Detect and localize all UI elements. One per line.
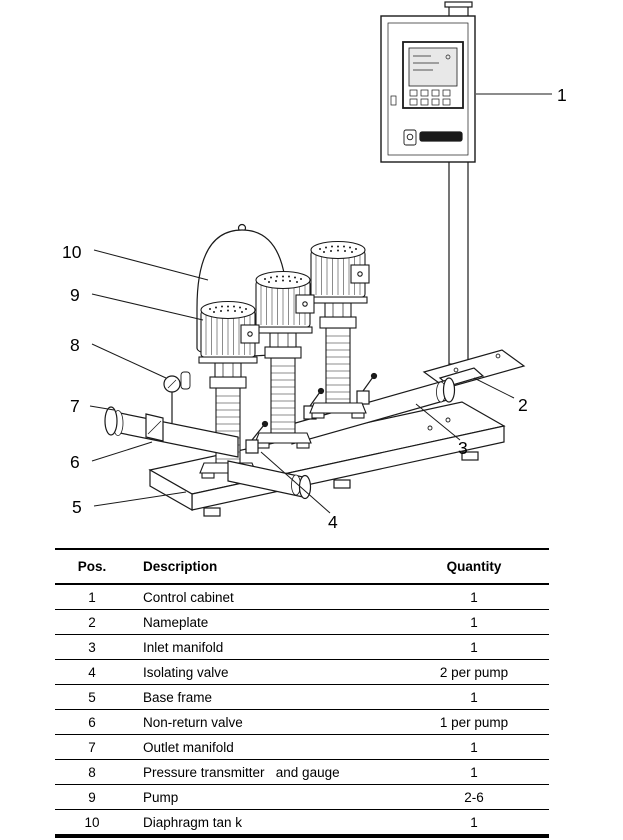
table-row: 1 Control cabinet 1 <box>55 584 549 610</box>
desc-cell: Outlet manifold <box>129 734 399 760</box>
callout-leaders <box>89 93 552 514</box>
header-quantity: Quantity <box>399 549 549 585</box>
pos-cell: 9 <box>55 784 129 810</box>
pos-cell: 3 <box>55 634 129 660</box>
callout-1: 1 <box>557 85 567 105</box>
desc-cell: Pump <box>129 784 399 810</box>
inlet-manifold-front-stub <box>227 460 312 500</box>
callout-9: 9 <box>70 285 80 305</box>
table-row: 10 Diaphragm tan k 1 <box>55 810 549 837</box>
desc-cell: Nameplate <box>129 609 399 635</box>
callout-2: 2 <box>518 395 528 415</box>
table-row: 7 Outlet manifold 1 <box>55 734 549 760</box>
quantity-cell: 1 <box>399 584 549 610</box>
table-row: 8 Pressure transmitter and gauge 1 <box>55 759 549 785</box>
table-row: 2 Nameplate 1 <box>55 609 549 635</box>
desc-cell: Pressure transmitter and gauge <box>129 759 399 785</box>
desc-cell: Diaphragm tan k <box>143 814 243 830</box>
table-header-row: Pos. Description Quantity <box>55 549 549 585</box>
brand-strip <box>419 131 463 142</box>
callout-7: 7 <box>70 396 80 416</box>
callout-labels: 1 10 9 8 7 6 5 2 3 4 <box>62 85 567 532</box>
table-row: 6 Non-return valve 1 per pump <box>55 709 549 735</box>
quantity-cell: 2-6 <box>399 784 549 810</box>
quantity-cell: 1 <box>399 634 549 660</box>
callout-5: 5 <box>72 497 82 517</box>
pos-cell: 1 <box>55 584 129 610</box>
quantity-cell: 1 <box>399 759 549 785</box>
non-return-valve <box>145 413 164 442</box>
outlet-manifold <box>104 406 239 458</box>
quantity-cell: 1 <box>399 684 549 710</box>
pump-system-drawing: 1 10 9 8 7 6 5 2 3 4 <box>62 1 567 532</box>
parts-table: Pos. Description Quantity 1 Control cabi… <box>55 548 549 838</box>
quantity-cell: 2 per pump <box>399 659 549 685</box>
desc-cell: Inlet manifold <box>129 634 399 660</box>
cabinet-display <box>402 41 464 109</box>
control-cabinet <box>380 15 476 163</box>
header-desc: Description <box>129 549 399 585</box>
table-row: 9 Pump 2-6 <box>55 784 549 810</box>
pos-cell: 10 <box>84 814 100 830</box>
desc-cell: Non-return valve <box>129 709 399 735</box>
callout-4: 4 <box>328 512 338 532</box>
pressure-transmitter-gauge <box>163 371 191 423</box>
main-switch <box>403 129 417 146</box>
pos-cell: 2 <box>55 609 129 635</box>
desc-cell: Control cabinet <box>129 584 399 610</box>
table-row: 4 Isolating valve 2 per pump <box>55 659 549 685</box>
quantity-cell: 1 <box>399 609 549 635</box>
pos-cell: 7 <box>55 734 129 760</box>
callout-6: 6 <box>70 452 80 472</box>
cabinet-indicator <box>390 95 397 106</box>
quantity-cell: 1 <box>399 734 549 760</box>
pos-cell: 5 <box>55 684 129 710</box>
callout-8: 8 <box>70 335 80 355</box>
inlet-manifold <box>291 372 456 445</box>
pos-cell: 8 <box>55 759 129 785</box>
isolating-valve <box>356 372 378 405</box>
desc-cell: Base frame <box>129 684 399 710</box>
pos-cell: 4 <box>55 659 129 685</box>
booster-system-figure: 1 10 9 8 7 6 5 2 3 4 <box>62 1 567 532</box>
callout-10: 10 <box>62 242 82 262</box>
callout-3: 3 <box>458 438 468 458</box>
table-row: 5 Base frame 1 <box>55 684 549 710</box>
pos-cell: 6 <box>55 709 129 735</box>
desc-cell: Isolating valve <box>129 659 399 685</box>
quantity-cell: 1 <box>470 814 478 830</box>
table-row: 3 Inlet manifold 1 <box>55 634 549 660</box>
quantity-cell: 1 per pump <box>399 709 549 735</box>
header-pos: Pos. <box>55 549 129 585</box>
isolating-valve <box>245 420 269 454</box>
